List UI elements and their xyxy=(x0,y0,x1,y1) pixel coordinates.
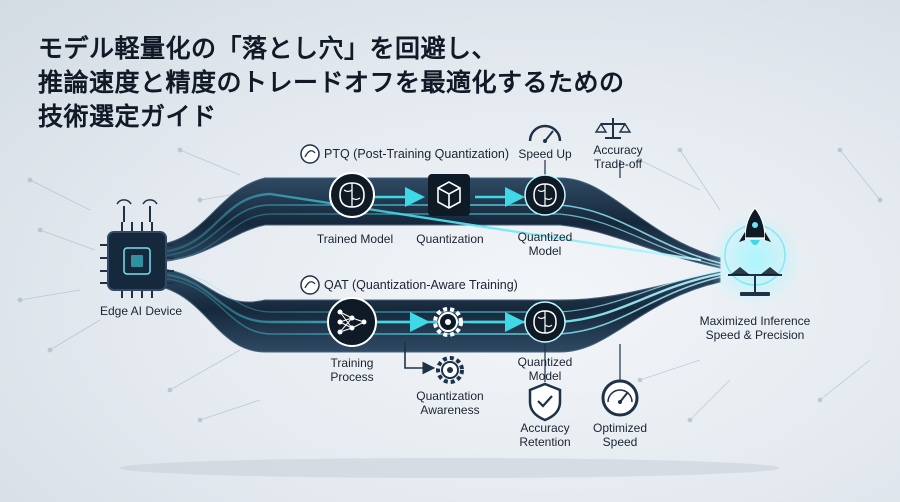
label-outcome: Maximized Inference Speed & Precision xyxy=(699,314,811,342)
scale-icon xyxy=(594,118,632,139)
label-trained-model: Trained Model xyxy=(316,232,394,246)
qat-badge-icon xyxy=(300,275,320,295)
label-optimized-speed: Optimized Speed xyxy=(592,421,648,449)
label-ptq: PTQ (Post-Training Quantization) xyxy=(324,147,510,161)
label-quantized-model-bottom: Quantized Model xyxy=(517,355,573,383)
shield-check-icon xyxy=(528,382,562,422)
label-training-process: Training Process xyxy=(330,356,374,384)
title-line-1: モデル軽量化の「落とし穴」を回避し、 xyxy=(38,34,498,63)
label-edge-device: Edge AI Device xyxy=(99,304,183,318)
chip-icon xyxy=(100,199,174,298)
balance-icon xyxy=(728,267,782,296)
flow-lines xyxy=(158,192,722,335)
gear-icon xyxy=(433,307,463,337)
brain-icon xyxy=(329,172,375,218)
cube-icon xyxy=(428,174,470,216)
page-title: モデル軽量化の「落とし穴」を回避し、 推論速度と精度のトレードオフを最適化するた… xyxy=(38,32,738,134)
title-line-3: 技術選定ガイド xyxy=(38,102,217,131)
gear-icon-awareness xyxy=(436,356,464,384)
label-quantization: Quantization xyxy=(416,232,484,246)
label-accuracy-retention: Accuracy Retention xyxy=(519,421,571,449)
ptq-badge-icon xyxy=(300,144,320,164)
title-line-2: 推論速度と精度のトレードオフを最適化するための xyxy=(38,68,625,97)
brain-icon-quantized-top xyxy=(524,174,566,216)
neural-network-icon xyxy=(327,297,377,347)
label-speed-up: Speed Up xyxy=(518,147,572,161)
background-network xyxy=(17,147,883,423)
gauge-icon xyxy=(528,124,562,143)
brain-icon-quantized-bottom xyxy=(524,301,566,343)
floor-shadow xyxy=(120,458,780,478)
connector-awareness xyxy=(404,342,436,375)
label-accuracy-tradeoff: Accuracy Trade-off xyxy=(593,143,643,171)
label-qat: QAT (Quantization-Aware Training) xyxy=(324,278,518,292)
rocket-icon xyxy=(739,207,771,245)
label-quantization-awareness: Quantization Awareness xyxy=(416,389,484,417)
gauge-icon-optimized xyxy=(601,379,639,417)
label-quantized-model-top: Quantized Model xyxy=(517,230,573,258)
